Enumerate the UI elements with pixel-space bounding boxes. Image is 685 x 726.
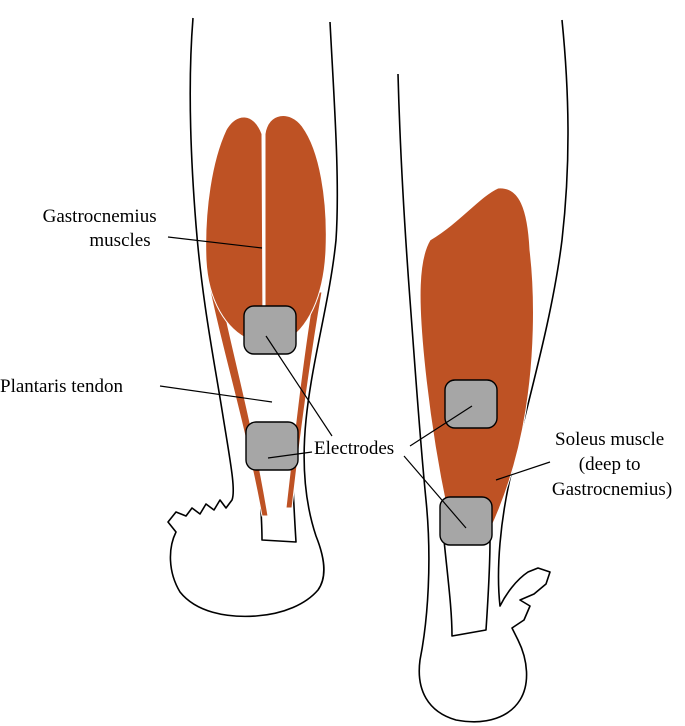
leader-lines (159, 236, 551, 529)
soleus-muscle (419, 187, 534, 533)
leader-electrodes-left-upper (265, 335, 333, 437)
label-electrodes: Electrodes (314, 438, 394, 459)
electrode-right-lower (439, 496, 493, 546)
label-soleus: Soleus muscle (deep to Gastrocnemius) (552, 429, 672, 500)
label-plantaris: Plantaris tendon (0, 376, 123, 397)
electrode-right-upper (444, 379, 498, 429)
leader-plantaris (159, 385, 273, 403)
label-soleus-line3: Gastrocnemius) (552, 479, 672, 500)
label-gastrocnemius-line1: Gastrocnemius (43, 206, 157, 227)
leader-gastrocnemius (167, 236, 263, 249)
leader-soleus (495, 461, 551, 481)
label-gastrocnemius-line2: muscles (89, 230, 150, 251)
left-leg (167, 17, 339, 618)
label-gastrocnemius: Gastrocnemius muscles (43, 206, 162, 251)
leader-electrodes-right-upper (409, 405, 473, 447)
electrode-left-lower (245, 421, 299, 471)
leader-electrodes-left-lower (267, 451, 313, 459)
label-soleus-line2: (deep to (579, 454, 641, 475)
electrode-left-upper (243, 305, 297, 355)
leader-electrodes-right-lower (403, 455, 467, 529)
label-soleus-line1: Soleus muscle (555, 429, 664, 450)
right-leg (397, 19, 569, 723)
achilles-tendon-right (443, 539, 491, 637)
